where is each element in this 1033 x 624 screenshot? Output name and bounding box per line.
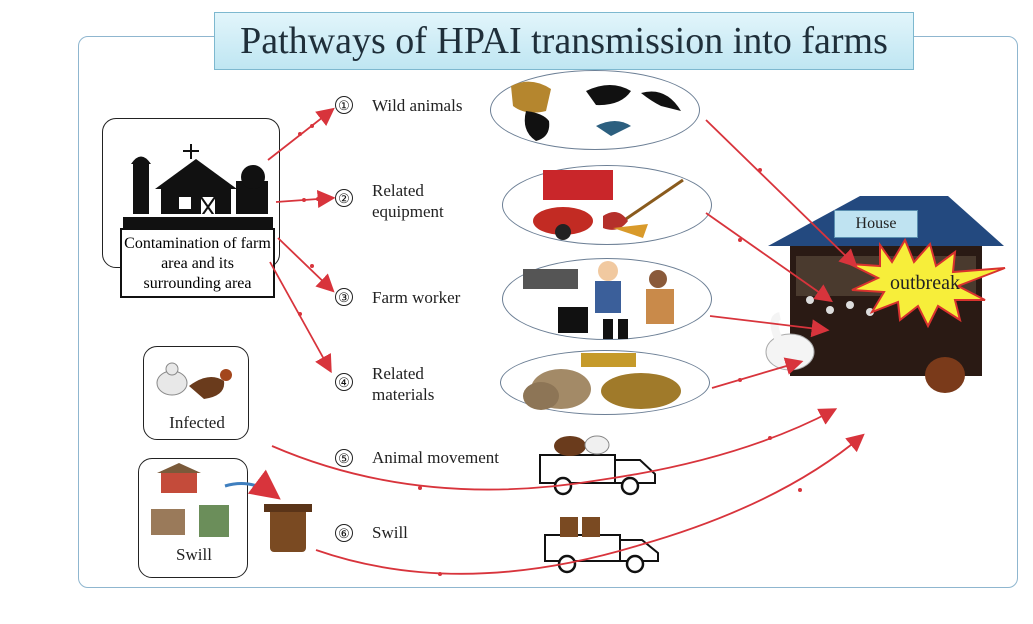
pathway-2-label: Related equipment: [372, 181, 444, 221]
swill-label: Swill: [176, 545, 212, 564]
equipment-ellipse: [502, 165, 712, 245]
materials-ellipse: [500, 350, 710, 415]
arrow-swill: [315, 433, 865, 575]
pathway-6-number: ⑥: [335, 524, 353, 542]
pathway-6-label: Swill: [372, 523, 408, 542]
arrow-worker-to-house: [709, 315, 830, 338]
pathway-1-label: Wild animals: [372, 96, 463, 115]
wild-animals-ellipse: [490, 70, 700, 150]
arrow-materials-to-house: [711, 357, 804, 389]
equipment-icon: [533, 170, 684, 240]
animal-truck-icon: [539, 435, 656, 496]
pathway-4-number: ④: [335, 373, 353, 391]
pathway-5-label: Animal movement: [372, 448, 500, 467]
arrow-to-farm-worker: [277, 237, 335, 293]
arrow-equipment-to-house: [705, 212, 833, 303]
outbreak-burst: [849, 237, 1006, 329]
hen-icon: [925, 357, 965, 393]
arrow-swill-to-bin: [224, 469, 281, 500]
infected-label: Infected: [169, 413, 225, 432]
infected-birds-icon: [156, 362, 232, 399]
swill-truck-icon: [544, 517, 659, 574]
arrow-wild-to-house: [705, 119, 858, 268]
materials-icon: [523, 353, 681, 410]
farm-worker-icon: [523, 261, 674, 339]
house-sign: House: [834, 210, 918, 238]
swill-box: Swill: [138, 458, 248, 578]
pathway-1-number: ①: [335, 96, 353, 114]
farm-icon: [123, 144, 273, 229]
diagram-title: Pathways of HPAI transmission into farms: [214, 12, 914, 70]
pathway-3-label: Farm worker: [372, 288, 461, 307]
outbreak-label: outbreak: [890, 272, 960, 294]
infected-box: Infected: [143, 346, 249, 440]
farm-caption: Contamination of farm area and its surro…: [120, 228, 275, 298]
pathway-3-number: ③: [335, 288, 353, 306]
pathway-5-number: ⑤: [335, 449, 353, 467]
arrow-animal-movement: [271, 408, 838, 491]
farm-worker-ellipse: [502, 258, 712, 340]
swill-source-icon: [151, 463, 229, 537]
wild-animals-icon: [511, 81, 681, 141]
swill-bin-icon: [264, 504, 312, 552]
pathway-4-label: Related materials: [372, 364, 435, 404]
